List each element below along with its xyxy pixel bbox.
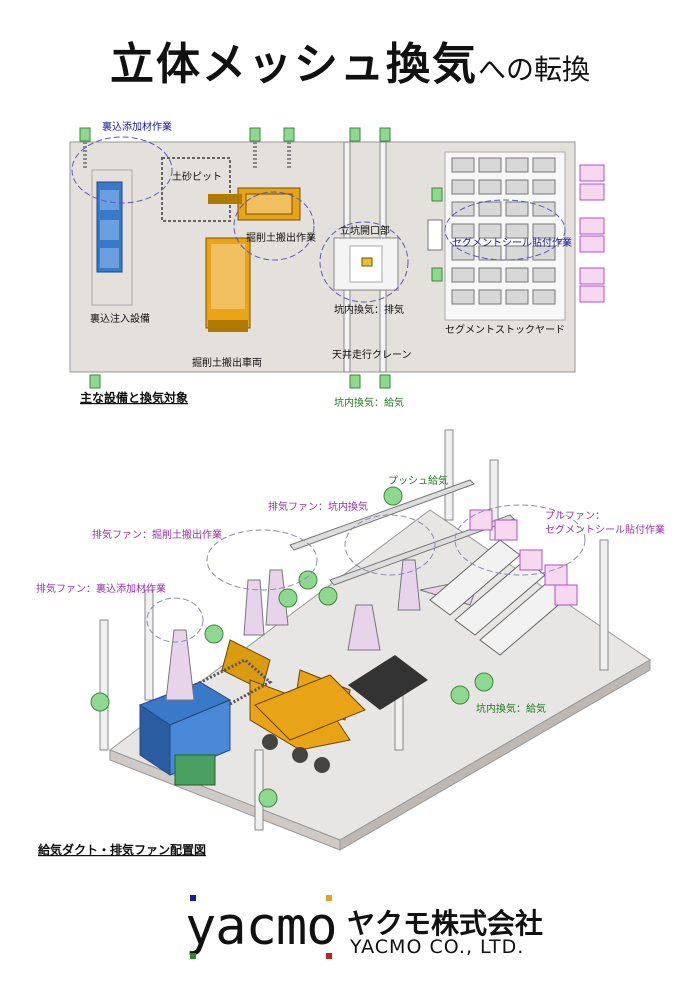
logo-dot-icon (190, 895, 196, 901)
shaft-opening (348, 655, 428, 710)
logo-dot-icon (326, 895, 332, 901)
label-soil-pit: 土砂ピット (172, 170, 222, 183)
label-excavated-soil-work: 掘削土搬出作業 (246, 231, 316, 244)
label-shaft-opening: 立坑開口部 (340, 224, 390, 237)
page-title: 立体メッシュ換気への転換 (0, 28, 700, 92)
iso-backfill-equipment (138, 681, 232, 786)
iso-label-in-shaft-supply: 坑内換気：給気 (476, 702, 546, 715)
iso-segment-racks (429, 539, 571, 656)
segment-stock-yard (444, 151, 566, 321)
excavated-soil-truck (205, 237, 251, 332)
iso-crane-rails (289, 479, 515, 586)
label-excavated-soil-truck: 掘削土搬出車両 (192, 356, 262, 369)
title-suffix: への転換 (477, 53, 590, 86)
iso-target-zones (146, 504, 586, 643)
logo-dot-icon (190, 953, 196, 959)
iso-label-pull-fan-target: セグメントシール貼付作業 (545, 523, 665, 536)
label-segment-seal-work: セグメントシール貼付作業 (452, 236, 572, 249)
company-logo: yacmo (185, 897, 338, 957)
ventilation-target-zones (71, 136, 566, 303)
iso-caption: 給気ダクト・排気ファン配置図 (38, 842, 206, 857)
label-overhead-crane: 天井走行クレーン (332, 348, 412, 361)
supply-duct-icon (79, 127, 443, 389)
supply-fan-icon (90, 486, 494, 808)
plan-caption: 主な設備と換気対象 (80, 390, 188, 405)
iso-columns (99, 429, 609, 831)
logo-dot-icon (326, 953, 332, 959)
company-name-en: YACMO CO., LTD. (350, 936, 525, 958)
exhaust-fan-cone-icon (165, 559, 481, 701)
company-name-jp: ヤクモ株式会社 (347, 907, 544, 940)
iso-label-exhaust-backfill: 排気ファン：裏込添加材作業 (36, 582, 166, 595)
title-main: 立体メッシュ換気 (109, 39, 478, 90)
isometric-diagram: プッシュ給気 排気ファン：坑内換気 排気ファン：掘削土搬出作業 プルファン： セ… (36, 429, 665, 857)
plan-view-diagram: 裏込添加材作業 土砂ピット 掘削土搬出作業 立坑開口部 セグメントシール貼付作業… (69, 120, 605, 409)
iso-label-pull-fan: プルファン： (545, 510, 605, 522)
iso-truck (254, 674, 366, 773)
label-backfill-equipment: 裏込注入設備 (90, 312, 150, 325)
excavator (208, 187, 301, 221)
iso-label-push-supply: プッシュ給気 (388, 474, 448, 487)
label-in-shaft-supply: 坑内換気：給気 (334, 396, 404, 409)
label-backfill-work: 裏込添加材作業 (102, 120, 172, 133)
label-in-shaft-exhaust: 坑内換気：排気 (334, 303, 404, 316)
backfill-equipment (91, 169, 133, 306)
segment-coil (427, 219, 443, 251)
label-segment-stock-yard: セグメントストックヤード (445, 323, 565, 336)
iso-label-exhaust-shaft: 排気ファン：坑内換気 (268, 500, 368, 513)
exhaust-fan-icon (579, 164, 605, 303)
iso-label-exhaust-soil: 排気ファン：掘削土搬出作業 (92, 528, 222, 541)
shaft-opening (333, 237, 399, 291)
